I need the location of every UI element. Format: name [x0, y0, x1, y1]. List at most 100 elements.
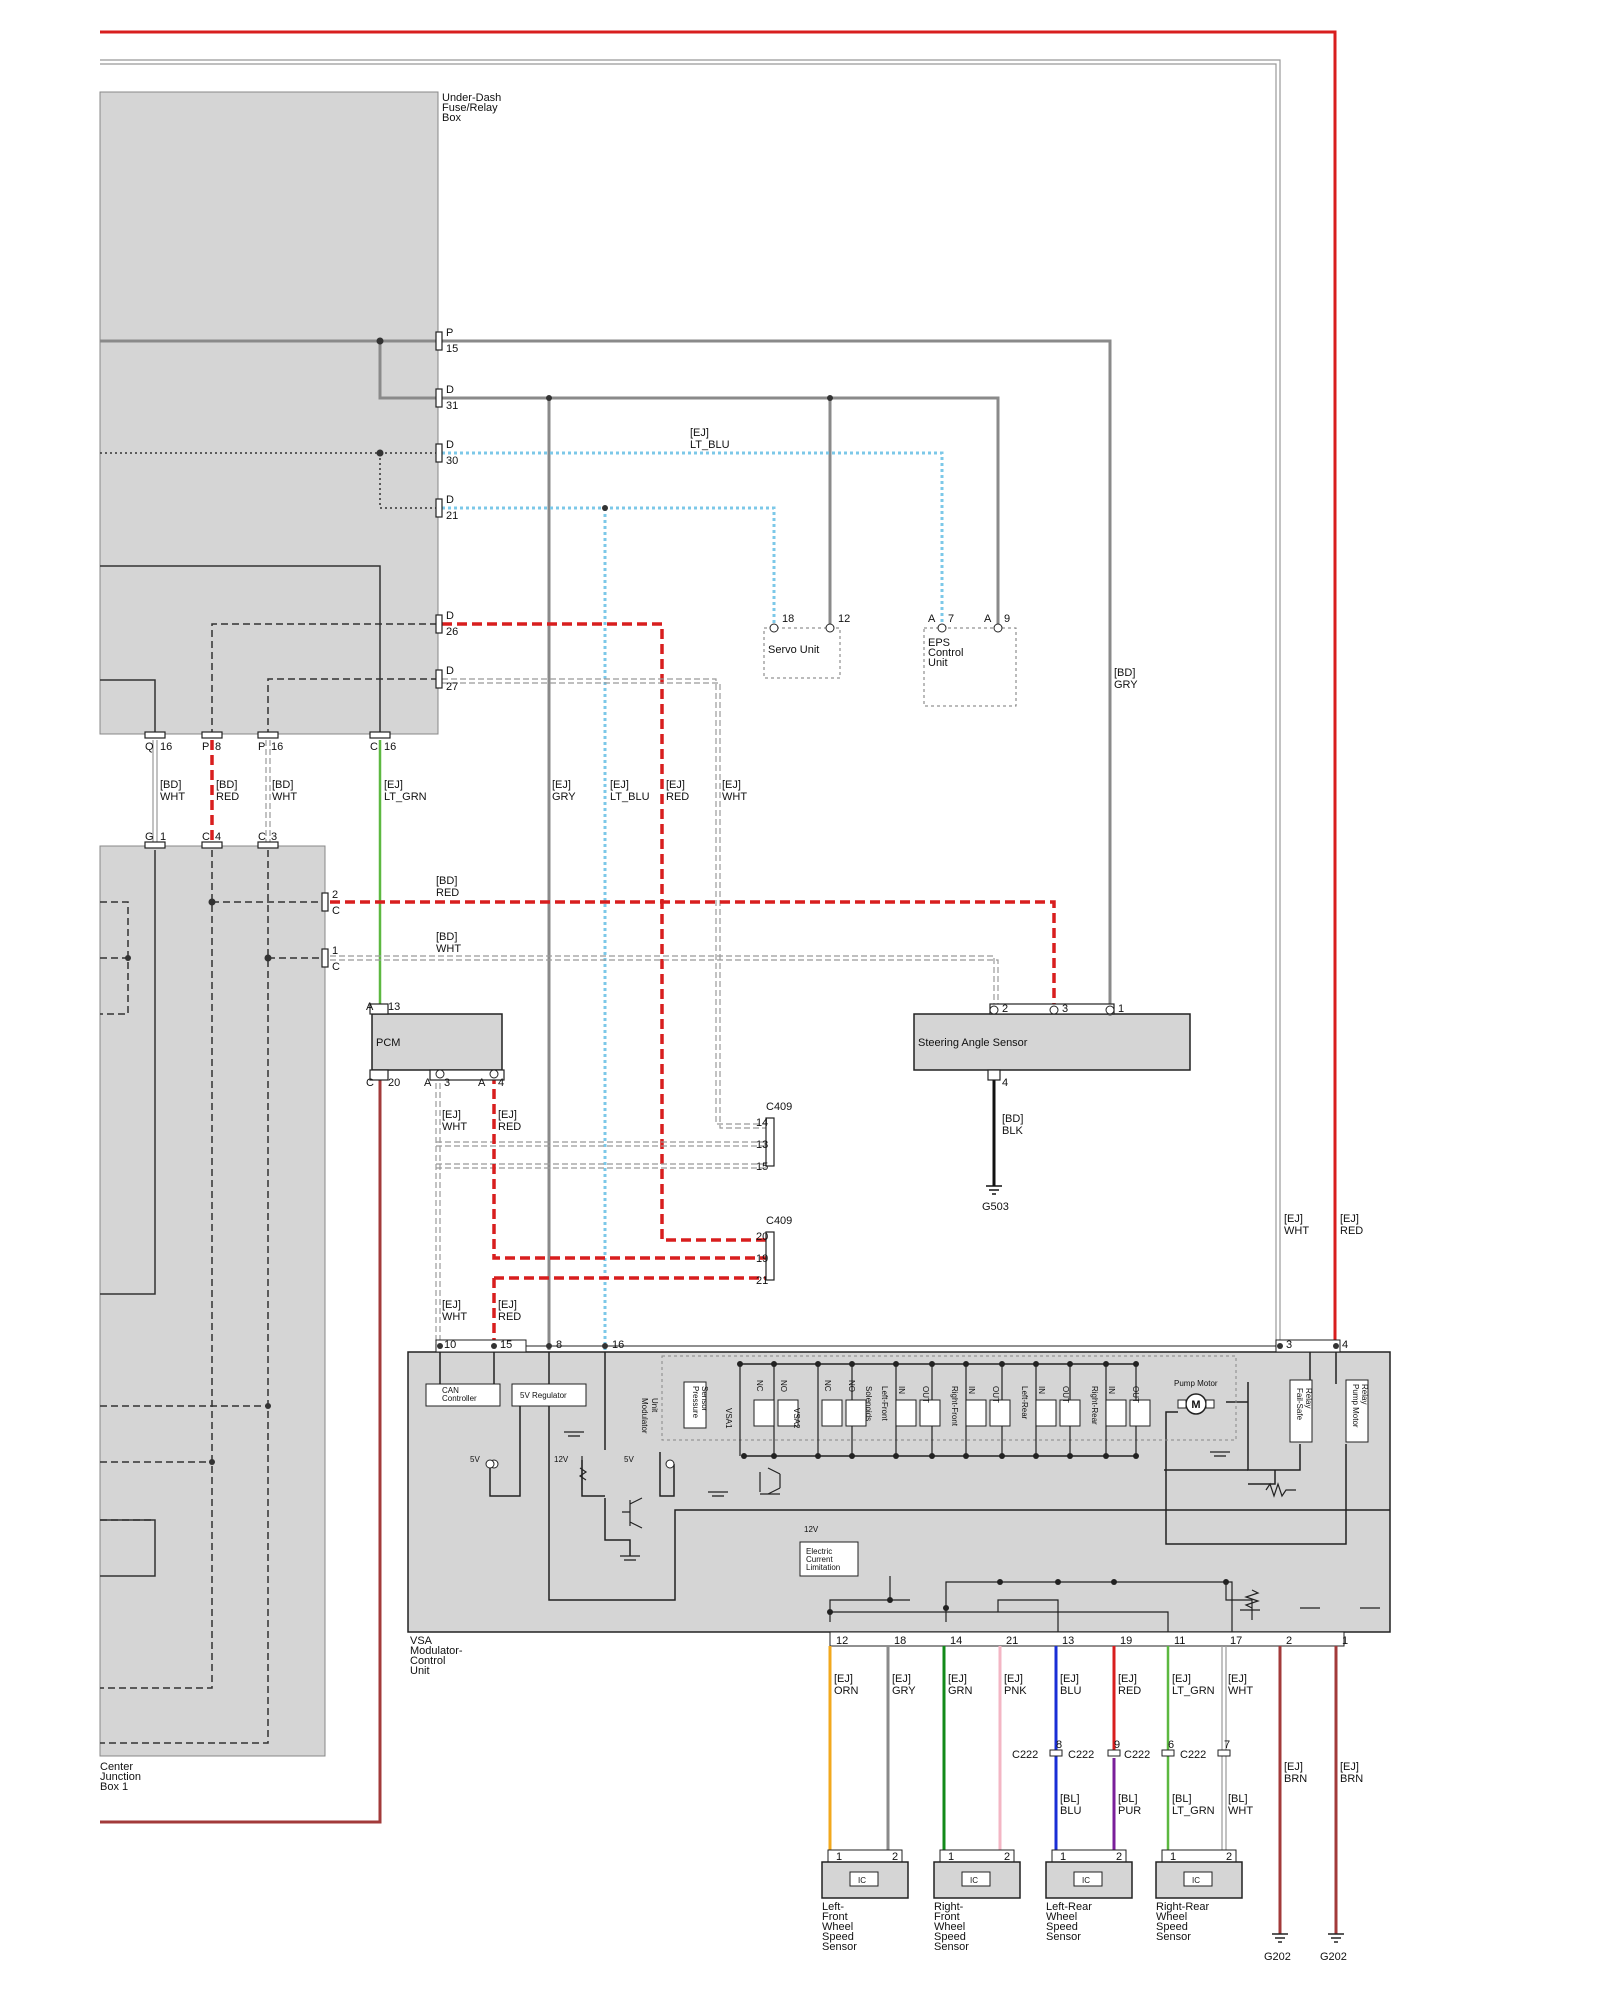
splice-jb-h1: [265, 1403, 271, 1409]
ground-symbols-g202: [1272, 1933, 1344, 1943]
svg-text:BLU: BLU: [1060, 1805, 1081, 1817]
svg-text:P: P: [446, 327, 453, 339]
svg-text:Controller: Controller: [442, 1394, 477, 1403]
svg-text:BLU: BLU: [1060, 1685, 1081, 1697]
svg-text:21: 21: [446, 510, 458, 522]
svg-text:20: 20: [756, 1231, 768, 1243]
svg-text:Wheel: Wheel: [822, 1921, 853, 1933]
svg-text:OUT: OUT: [1061, 1386, 1070, 1403]
electric-current-limitation-box: [799, 1541, 859, 1577]
svg-text:[EJ]: [EJ]: [834, 1673, 853, 1685]
wire-jb-g1: [100, 850, 156, 1295]
svg-text:[BD]: [BD]: [1002, 1113, 1023, 1125]
svg-text:WHT: WHT: [1284, 1225, 1309, 1237]
svg-text:A: A: [424, 1077, 432, 1089]
pump-motor-symbol: M: [1177, 1393, 1215, 1415]
svg-text:RED: RED: [1118, 1685, 1141, 1697]
label-vsa2: VSA2: [792, 1408, 801, 1429]
label-fail-safe-relay: Fail-Safe Relay: [1295, 1388, 1313, 1421]
solenoid-boxes: [753, 1399, 1151, 1427]
svg-text:IN: IN: [1107, 1386, 1116, 1394]
svg-text:RED: RED: [498, 1121, 521, 1133]
svg-text:6: 6: [1168, 1739, 1174, 1751]
splice-jb-c4: [208, 898, 216, 906]
svg-text:Pressure: Pressure: [691, 1386, 700, 1419]
wire-ltblu-d21: [442, 506, 776, 624]
svg-text:RED: RED: [216, 791, 239, 803]
wire-end-circles: [435, 623, 1115, 1469]
svg-text:Right-Front: Right-Front: [950, 1386, 959, 1427]
svg-text:8: 8: [215, 741, 221, 753]
svg-text:Sensor: Sensor: [822, 1941, 857, 1953]
svg-text:7: 7: [1224, 1739, 1230, 1751]
svg-text:[EJ]: [EJ]: [552, 779, 571, 791]
svg-text:18: 18: [894, 1635, 906, 1647]
svg-text:Center: Center: [100, 1761, 133, 1773]
svg-text:OUT: OUT: [1131, 1386, 1140, 1403]
svg-text:Electric: Electric: [806, 1547, 832, 1556]
label-servo-unit: Servo Unit: [768, 644, 819, 656]
svg-text:Modulator-: Modulator-: [410, 1645, 463, 1657]
svg-text:10: 10: [444, 1339, 456, 1351]
c222-connectors: [1049, 1749, 1231, 1757]
svg-text:1: 1: [1170, 1851, 1176, 1863]
label-junction-box: Center Junction Box 1: [100, 1761, 141, 1793]
wire-red-c2-sas3: [330, 900, 1056, 1012]
5v-regulator-box: [511, 1383, 587, 1407]
svg-text:[BD]: [BD]: [1114, 667, 1135, 679]
svg-text:4: 4: [1342, 1339, 1348, 1351]
svg-text:Wheel: Wheel: [934, 1921, 965, 1933]
svg-text:Left-: Left-: [822, 1901, 844, 1913]
svg-text:[EJ]: [EJ]: [1060, 1673, 1079, 1685]
splice-jb-c3: [264, 954, 272, 962]
svg-text:GRY: GRY: [552, 791, 576, 803]
servo-unit-box: [763, 627, 841, 679]
svg-text:2: 2: [892, 1851, 898, 1863]
wire-gry-d31: [378, 341, 1000, 624]
vsa-bus-splices: [827, 1579, 1229, 1615]
svg-text:1: 1: [1060, 1851, 1066, 1863]
svg-text:1: 1: [332, 945, 338, 957]
wire-internal-q16: [100, 679, 156, 736]
svg-text:C222: C222: [1180, 1749, 1206, 1761]
label-vsa-unit: VSA Modulator- Control Unit: [410, 1635, 463, 1677]
svg-text:IC: IC: [1192, 1876, 1200, 1885]
svg-text:IC: IC: [858, 1876, 866, 1885]
svg-text:Control: Control: [410, 1655, 445, 1667]
svg-text:[EJ]: [EJ]: [892, 1673, 911, 1685]
svg-text:IN: IN: [897, 1386, 906, 1394]
svg-text:Sensor: Sensor: [1156, 1931, 1191, 1943]
svg-text:20: 20: [388, 1077, 400, 1089]
pump-motor-relay-box: [1345, 1379, 1369, 1443]
label-modulator-unit: Modulator Unit: [640, 1398, 659, 1434]
svg-text:11: 11: [1174, 1635, 1185, 1647]
svg-text:12: 12: [838, 613, 850, 625]
svg-text:14: 14: [756, 1117, 768, 1129]
wire-wht-top-frame: [100, 59, 1281, 1350]
svg-text:GRN: GRN: [948, 1685, 973, 1697]
svg-text:18: 18: [782, 613, 794, 625]
svg-text:LT_GRN: LT_GRN: [384, 791, 427, 803]
svg-text:Limitation: Limitation: [806, 1563, 840, 1572]
svg-text:Speed: Speed: [1156, 1921, 1188, 1933]
svg-text:Right-Rear: Right-Rear: [1090, 1386, 1099, 1425]
svg-text:[EJ]: [EJ]: [1340, 1213, 1359, 1225]
svg-text:1: 1: [948, 1851, 954, 1863]
svg-text:RED: RED: [1340, 1225, 1363, 1237]
svg-text:[BD]: [BD]: [436, 931, 457, 943]
svg-text:Sensor: Sensor: [1046, 1931, 1081, 1943]
svg-text:PNK: PNK: [1004, 1685, 1027, 1697]
svg-text:OUT: OUT: [991, 1386, 1000, 1403]
wire-brn-pcm-c20: [100, 1074, 382, 1824]
svg-text:C: C: [366, 1077, 374, 1089]
svg-text:ORN: ORN: [834, 1685, 859, 1697]
svg-text:[EJ]: [EJ]: [1284, 1213, 1303, 1225]
svg-text:19: 19: [756, 1253, 768, 1265]
transistor-symbols: [578, 1456, 781, 1529]
wire-internal-p8: [211, 623, 438, 736]
svg-text:[BL]: [BL]: [1228, 1793, 1248, 1805]
label-eps-control-unit: EPS Control Unit: [928, 637, 963, 669]
